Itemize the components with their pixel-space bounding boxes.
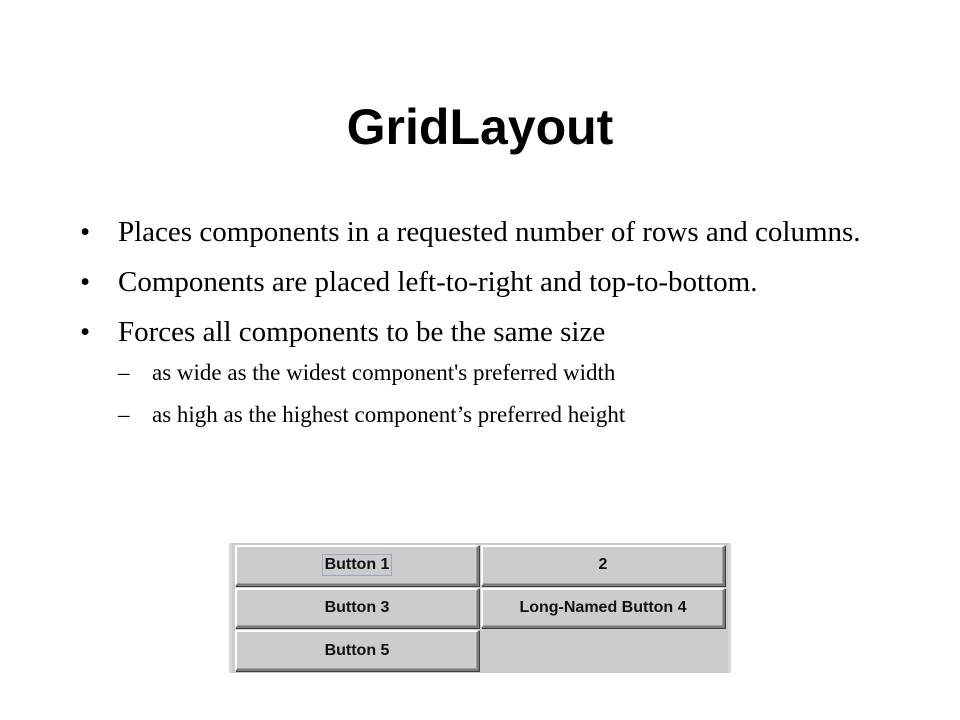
bullet-item: • Places components in a requested numbe… bbox=[80, 214, 900, 250]
bullet-text: Forces all components to be the same siz… bbox=[118, 316, 606, 348]
sub-bullet-text: as high as the highest component’s prefe… bbox=[152, 402, 626, 427]
sub-bullet-marker: – bbox=[118, 402, 130, 427]
bullet-text: Components are placed left-to-right and … bbox=[118, 266, 758, 298]
button-3[interactable]: Button 3 bbox=[235, 587, 479, 629]
button-1-label: Button 1 bbox=[321, 554, 393, 577]
bullet-item: • Forces all components to be the same s… bbox=[80, 314, 900, 436]
bullet-marker: • bbox=[80, 266, 91, 298]
button-5-label: Button 5 bbox=[324, 641, 390, 659]
button-5[interactable]: Button 5 bbox=[235, 630, 479, 671]
empty-grid-cell bbox=[481, 630, 725, 671]
sub-bullet-list: – as wide as the widest component's pref… bbox=[118, 352, 900, 436]
button-2[interactable]: 2 bbox=[481, 545, 725, 586]
button-1[interactable]: Button 1 bbox=[235, 545, 479, 586]
bullet-marker: • bbox=[80, 316, 91, 348]
bullet-item: • Components are placed left-to-right an… bbox=[80, 264, 900, 300]
button-2-label: 2 bbox=[598, 556, 608, 574]
sub-bullet-item: – as wide as the widest component's pref… bbox=[118, 352, 900, 394]
gridlayout-window-panel: Button 1 2 Button 3 Long-Named Button 4 … bbox=[229, 543, 731, 673]
long-named-button-4[interactable]: Long-Named Button 4 bbox=[481, 587, 725, 629]
sub-bullet-text: as wide as the widest component's prefer… bbox=[152, 360, 616, 385]
slide-title: GridLayout bbox=[346, 99, 614, 155]
bullet-list: • Places components in a requested numbe… bbox=[80, 214, 900, 450]
button-3-label: Button 3 bbox=[324, 598, 390, 616]
long-named-button-4-label: Long-Named Button 4 bbox=[519, 598, 687, 616]
bullet-marker: • bbox=[80, 216, 91, 248]
sub-bullet-item: – as high as the highest component’s pre… bbox=[118, 394, 900, 436]
sub-bullet-marker: – bbox=[118, 360, 130, 385]
bullet-text: Places components in a requested number … bbox=[118, 216, 861, 248]
